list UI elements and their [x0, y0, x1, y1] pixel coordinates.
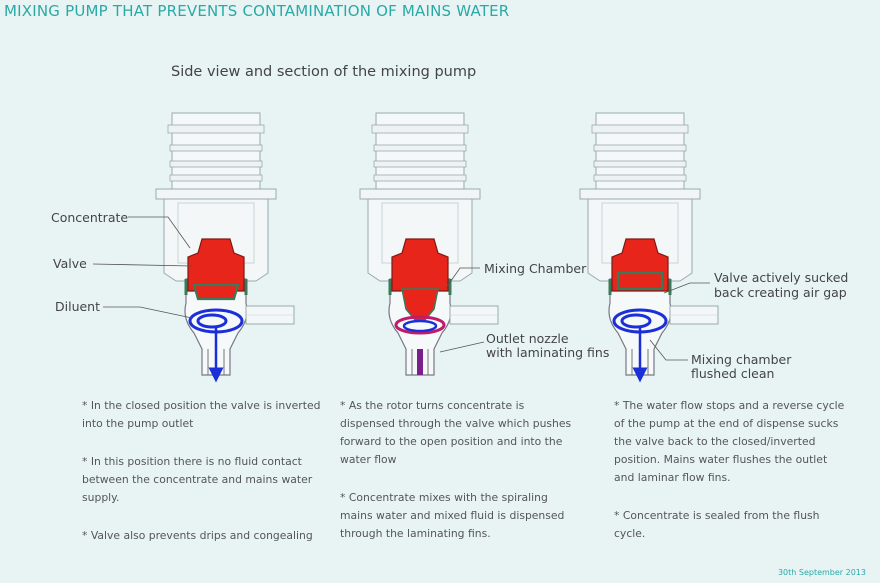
label-diluent: Diluent	[55, 299, 100, 314]
label-valve: Valve	[53, 256, 87, 271]
label-flushed-1: Mixing chamber	[691, 352, 792, 367]
description-closed: * In the closed position the valve is in…	[82, 397, 322, 565]
desc-dispensing-2: * Concentrate mixes with the spiraling m…	[340, 491, 565, 540]
description-dispensing: * As the rotor turns concentrate is disp…	[340, 397, 580, 563]
desc-closed-3: * Valve also prevents drips and congeali…	[82, 529, 313, 542]
pump-closed	[154, 111, 296, 383]
pump-dispensing	[358, 111, 500, 377]
label-outlet-nozzle-2: with laminating fins	[486, 345, 609, 360]
desc-flushed-1: * The water flow stops and a reverse cyc…	[614, 399, 845, 484]
valve-sucked-back	[616, 271, 664, 291]
concentrate-reservoir	[391, 238, 449, 292]
diagram-subtitle: Side view and section of the mixing pump	[171, 64, 477, 80]
label-valve-sucked-1: Valve actively sucked	[714, 270, 848, 285]
concentrate-reservoir	[187, 238, 245, 292]
pump-flushed	[578, 111, 720, 383]
label-concentrate: Concentrate	[51, 210, 128, 225]
page-title: MIXING PUMP THAT PREVENTS CONTAMINATION …	[4, 2, 510, 20]
label-valve-sucked-2: back creating air gap	[714, 285, 847, 300]
description-flushed: * The water flow stops and a reverse cyc…	[614, 397, 849, 563]
leader-lines	[92, 216, 710, 361]
label-outlet-nozzle-1: Outlet nozzle	[486, 331, 569, 346]
desc-dispensing-1: * As the rotor turns concentrate is disp…	[340, 399, 572, 466]
footer-date: 30th September 2013	[777, 568, 866, 577]
label-mixing-chamber: Mixing Chamber	[484, 261, 587, 276]
desc-closed-2: * In this position there is no fluid con…	[82, 455, 313, 504]
label-flushed-2: flushed clean	[691, 366, 774, 381]
desc-closed-1: * In the closed position the valve is in…	[82, 399, 321, 430]
desc-flushed-2: * Concentrate is sealed from the flush c…	[614, 509, 820, 540]
valve-inverted	[192, 283, 240, 301]
